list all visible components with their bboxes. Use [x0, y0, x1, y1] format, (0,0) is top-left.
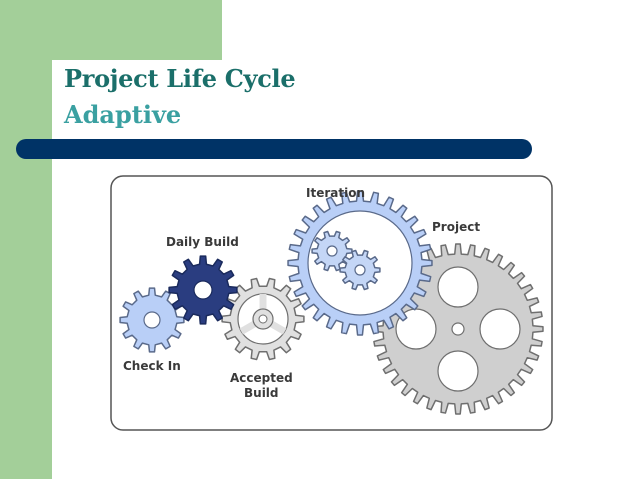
iteration-small-gear-left	[311, 230, 353, 272]
iteration-small-gear-left-hub	[326, 245, 338, 257]
decorative-green-strip	[0, 0, 52, 479]
gear-diagram-svg: Iteration Daily Build Project Check In A…	[110, 175, 553, 431]
slide-subtitle: Adaptive	[64, 100, 182, 129]
slide-title: Project Life Cycle	[64, 64, 296, 93]
check-in-gear-hub	[143, 311, 161, 329]
iteration-small-gear-right-hub	[354, 264, 366, 276]
check-in-gear	[119, 287, 185, 353]
label-daily-build: Daily Build	[166, 235, 239, 249]
accepted-build-gear	[221, 277, 305, 361]
daily-build-gear-hub	[193, 280, 213, 300]
label-check-in: Check In	[123, 359, 181, 373]
label-project: Project	[432, 220, 480, 234]
label-accepted: Accepted	[230, 371, 293, 385]
project-gear-hole-1	[437, 266, 479, 308]
gears-layer	[119, 190, 544, 415]
gear-diagram: Iteration Daily Build Project Check In A…	[110, 175, 553, 431]
title-divider-bar	[16, 139, 532, 159]
daily-build-gear	[168, 255, 238, 325]
project-gear-hole-2	[479, 308, 521, 350]
accepted-build-gear-spoke	[268, 319, 287, 335]
label-iteration: Iteration	[306, 186, 365, 200]
project-gear-axle	[451, 322, 465, 336]
accepted-build-gear-axle	[258, 314, 268, 324]
project-gear-hole-3	[437, 350, 479, 392]
iteration-small-gear-right	[339, 249, 381, 291]
accepted-build-gear-spoke	[239, 319, 258, 335]
label-build: Build	[244, 386, 279, 400]
